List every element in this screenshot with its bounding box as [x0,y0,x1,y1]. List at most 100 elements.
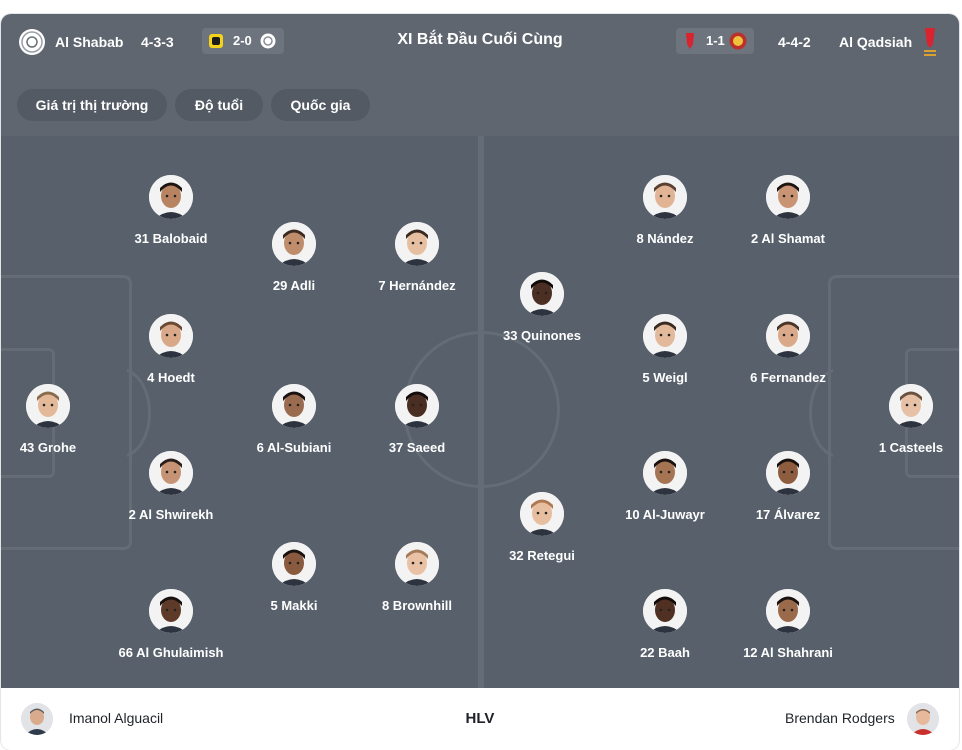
player-name[interactable]: 22 Baah [640,645,690,660]
player-name[interactable]: 32 Retegui [509,548,575,563]
player-name[interactable]: 12 Al Shahrani [743,645,833,660]
away-player[interactable]: 17 Álvarez [708,451,868,522]
player-name[interactable]: 10 Al-Juwayr [625,507,705,522]
player-name[interactable]: 7 Hernández [378,278,456,293]
home-coach-avatar[interactable] [21,703,53,735]
away-player[interactable]: 12 Al Shahrani [708,589,868,660]
player-face-icon [149,175,193,219]
player-name[interactable]: 2 Al Shwirekh [128,507,214,522]
player-avatar[interactable] [149,451,193,495]
page-title: XI Bắt Đầu Cuối Cùng [397,31,563,48]
player-avatar[interactable] [889,384,933,428]
player-avatar[interactable] [520,272,564,316]
player-avatar[interactable] [149,589,193,633]
home-player[interactable]: 29 Adli [214,222,374,293]
player-name[interactable]: 43 Grohe [19,440,77,455]
player-avatar[interactable] [149,175,193,219]
player-avatar[interactable] [26,384,70,428]
home-player[interactable]: 8 Brownhill [337,542,497,613]
player-avatar[interactable] [395,542,439,586]
player-avatar[interactable] [643,314,687,358]
player-name[interactable]: 66 Al Ghulaimish [118,645,224,660]
al-wehda-crest-icon [729,32,747,50]
player-name[interactable]: 5 Weigl [642,370,688,385]
al-shabab-crest-icon[interactable] [18,28,46,56]
player-name[interactable]: 4 Hoedt [147,370,195,385]
away-player[interactable]: 2 Al Shamat [708,175,868,246]
home-last-match[interactable]: 2-0 [202,28,284,54]
player-name[interactable]: 5 Makki [270,598,318,613]
away-player[interactable]: 32 Retegui [462,492,622,563]
away-player[interactable]: 5 Weigl [585,314,745,385]
player-face-icon [766,314,810,358]
player-avatar[interactable] [643,589,687,633]
player-avatar[interactable] [395,384,439,428]
al-ittihad-crest-icon [209,34,223,48]
player-avatar[interactable] [766,314,810,358]
away-coach-name[interactable]: Brendan Rodgers [785,710,895,726]
away-player[interactable]: 6 Fernandez [708,314,868,385]
home-player[interactable]: 37 Saeed [337,384,497,455]
away-player[interactable]: 8 Nández [585,175,745,246]
home-player[interactable]: 7 Hernández [337,222,497,293]
home-player[interactable]: 43 Grohe [1,384,128,455]
player-avatar[interactable] [766,589,810,633]
player-name[interactable]: 33 Quinones [502,328,582,343]
player-name[interactable]: 31 Balobaid [134,231,208,246]
filter-market-value[interactable]: Giá trị thị trường [17,89,167,121]
coach-face-icon [907,703,939,735]
filter-nationality[interactable]: Quốc gia [271,89,370,121]
player-face-icon [149,451,193,495]
player-avatar[interactable] [766,175,810,219]
away-player[interactable]: 1 Casteels [831,384,959,455]
away-player[interactable]: 33 Quinones [462,272,622,343]
home-team-name[interactable]: Al Shabab [55,34,124,50]
player-face-icon [889,384,933,428]
away-formation: 4-4-2 [778,34,811,50]
away-last-match[interactable]: 1-1 [676,28,754,54]
lineup-header: Al Shabab 4-3-3 2-0 XI Bắt Đầu Cuối Cùng… [1,14,959,71]
al-qadsiah-crest-icon[interactable] [921,26,939,58]
player-name[interactable]: 8 Nández [636,231,694,246]
home-player[interactable]: 4 Hoedt [91,314,251,385]
home-coach-name[interactable]: Imanol Alguacil [69,710,164,726]
player-name[interactable]: 6 Al-Subiani [256,440,332,455]
home-player[interactable]: 2 Al Shwirekh [91,451,251,522]
player-name[interactable]: 17 Álvarez [755,507,821,522]
away-coach-avatar[interactable] [907,703,939,735]
player-face-icon [643,175,687,219]
player-avatar[interactable] [395,222,439,266]
player-avatar[interactable] [272,222,316,266]
player-name[interactable]: 1 Casteels [878,440,944,455]
player-face-icon [395,222,439,266]
player-avatar[interactable] [272,542,316,586]
away-player[interactable]: 22 Baah [585,589,745,660]
player-face-icon [149,314,193,358]
player-avatar[interactable] [272,384,316,428]
player-face-icon [149,589,193,633]
player-avatar[interactable] [149,314,193,358]
player-face-icon [272,542,316,586]
al-qadsiah-small-crest-icon [686,33,694,49]
player-face-icon [272,222,316,266]
player-avatar[interactable] [766,451,810,495]
player-face-icon [395,542,439,586]
player-name[interactable]: 29 Adli [272,278,316,293]
filter-age[interactable]: Độ tuổi [175,89,263,121]
home-player[interactable]: 6 Al-Subiani [214,384,374,455]
home-formation: 4-3-3 [141,34,174,50]
lineup-card: Al Shabab 4-3-3 2-0 XI Bắt Đầu Cuối Cùng… [1,14,959,750]
away-team-name[interactable]: Al Qadsiah [839,34,913,50]
player-face-icon [643,451,687,495]
away-player[interactable]: 10 Al-Juwayr [585,451,745,522]
home-player[interactable]: 66 Al Ghulaimish [91,589,251,660]
player-name[interactable]: 2 Al Shamat [751,231,825,246]
player-avatar[interactable] [643,451,687,495]
home-player[interactable]: 31 Balobaid [91,175,251,246]
player-avatar[interactable] [520,492,564,536]
player-name[interactable]: 6 Fernandez [750,370,826,385]
player-avatar[interactable] [643,175,687,219]
player-name[interactable]: 37 Saeed [388,440,446,455]
home-player[interactable]: 5 Makki [214,542,374,613]
player-name[interactable]: 8 Brownhill [381,598,453,613]
